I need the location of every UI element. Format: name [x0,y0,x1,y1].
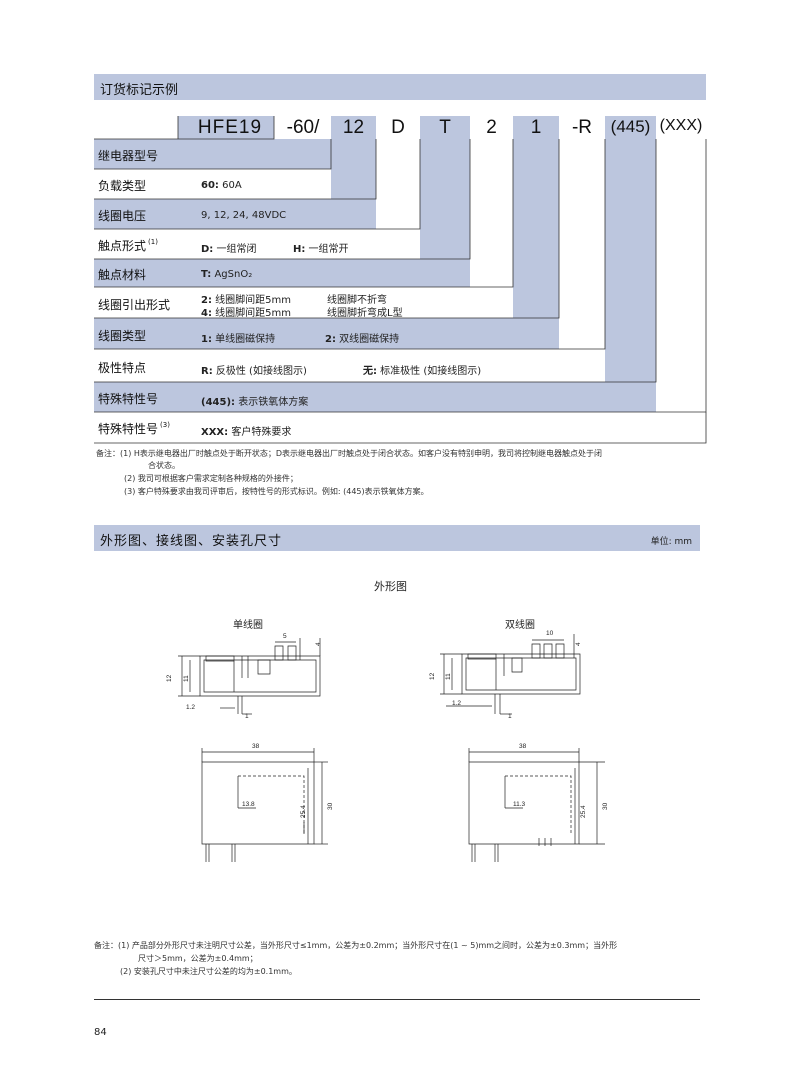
double-h4: 30 [602,802,609,810]
outline-note-1: 备注：(1) 产品部分外形尺寸未注明尺寸公差，当外形尺寸≤1mm，公差为±0.2… [94,941,618,950]
row-label-contact-material: 触点材料 [98,268,147,282]
row-value-coil-lead-2-desc: 线圈脚不折弯 [327,295,387,306]
double-top-w: 10 [546,630,554,637]
single-width: 38 [252,743,260,750]
code-col-12 [331,116,376,229]
row-value-contact-d: D: 一组常闭 [201,244,257,255]
double-h3: 25.4 [580,805,587,818]
row-value-polarity-std: 无: 标准极性 (如接线图示) [363,366,482,377]
code-part-special-xxx: (XXX) [659,117,703,134]
code-part-special-445: (445) [610,117,651,136]
double-coil-label: 双线圈 [505,620,535,631]
double-width: 38 [519,743,527,750]
row-label-model: 继电器型号 [98,149,159,163]
row-value-special-xxx: XXX: 客户特殊要求 [201,427,292,438]
code-col-1 [513,116,559,349]
footer-divider [94,999,700,1000]
step-col-2 [94,199,376,229]
code-part-model: HFE19 [197,117,263,138]
row-label-voltage: 线圈电压 [98,209,147,223]
code-part-coil-type: 1 [530,117,542,138]
ordering-note-2: (2) 我司可根据客户需求定制各种规格的外接件； [124,474,298,483]
row-value-coil-type-2: 2: 双线圈磁保持 [325,334,400,345]
row-label-special-445: 特殊特性号 [98,392,159,406]
ordering-note-1: 备注：(1) H表示继电器出厂时触点处于断开状态；D表示继电器出厂时触点处于闭合… [96,449,603,458]
single-coil-side-view: 5 4 12 11 1.2 1 [166,633,322,720]
outline-note-1-cont: 尺寸＞5mm，公差为±0.4mm； [138,954,258,963]
ordering-note-1-cont: 合状态。 [148,461,180,470]
single-coil-bottom-view: 38 13.8 25.4 30 [190,743,334,868]
row-label-load: 负载类型 [98,179,147,193]
single-h4: 30 [327,802,334,810]
row-value-special-445: (445): 表示铁氧体方案 [201,397,309,408]
double-coil-side-view: 10 4 12 11 1.2 1 [429,630,582,720]
single-offset: 13.8 [242,801,255,808]
outline-subtitle: 外形图 [374,580,407,593]
outline-header-bar: 外形图、接线图、安装孔尺寸 单位: mm [94,525,700,551]
single-top-w: 5 [283,633,287,640]
step-col-1 [94,139,331,169]
double-pin2: 1 [508,713,512,720]
double-top-h: 4 [575,642,582,646]
outline-unit: 单位: mm [650,537,692,547]
single-h1: 12 [166,674,173,682]
code-part-coil-lead: 2 [486,117,497,138]
row-value-coil-lead-2: 2: 线圈脚间距5mm [201,295,291,306]
step-col-5 [94,382,656,412]
row-value-coil-lead-4: 4: 线圈脚间距5mm [201,308,291,319]
row-label-special-xxx: 特殊特性号(3) [98,421,170,436]
single-pin1: 1.2 [186,704,195,711]
page-number: 84 [94,1027,107,1038]
row-value-load: 60: 60A [201,180,242,191]
code-part-polarity: -R [571,117,593,138]
outline-note-2: (2) 安装孔尺寸中未注尺寸公差的均为±0.1mm。 [120,967,297,976]
outline-title: 外形图、接线图、安装孔尺寸 [100,534,283,549]
single-h2: 11 [183,675,190,682]
ordering-title: 订货标记示例 [100,83,179,98]
single-pin2: 1 [245,713,249,720]
row-label-coil-type: 线圈类型 [98,329,147,343]
single-top-h: 4 [315,642,322,646]
single-coil-label: 单线圈 [233,620,263,631]
row-value-voltage: 9, 12, 24, 48VDC [201,210,287,221]
ordering-header-bar: 订货标记示例 [94,74,706,100]
code-col-445 [605,116,656,412]
ordering-note-3: (3) 客户特殊要求由我司评审后，按特性号的形式标识。例如: (445)表示铁氧… [124,487,429,496]
step-col-4 [94,318,559,349]
step-col-3 [94,259,470,287]
row-value-coil-type-1: 1: 单线圈磁保持 [201,334,276,345]
row-value-coil-lead-4-desc: 线圈脚折弯成L型 [327,308,403,319]
row-value-polarity-r: R: 反极性 (如接线图示) [201,366,307,377]
code-col-model [178,116,274,139]
code-part-contact-material: T [439,117,451,138]
double-offset: 11.3 [513,801,526,808]
code-part-contact-form: D [391,117,405,138]
row-label-polarity: 极性特点 [98,361,147,375]
stair-lines [0,0,793,460]
row-label-contact-form: 触点形式(1) [98,238,158,253]
row-label-coil-lead: 线圈引出形式 [98,298,171,312]
single-h3: 25.4 [300,805,307,818]
code-part-load: -60/ [286,117,320,138]
double-h2: 11 [445,673,452,680]
row-value-contact-h: H: 一组常开 [293,244,349,255]
row-value-contact-material: T: AgSnO₂ [201,269,253,280]
double-coil-bottom-view: 38 11.3 25.4 30 [455,743,609,868]
double-h1: 12 [429,672,436,680]
code-col-T [420,116,470,287]
double-pin1: 1.2 [452,700,461,707]
code-part-voltage: 12 [342,117,365,138]
